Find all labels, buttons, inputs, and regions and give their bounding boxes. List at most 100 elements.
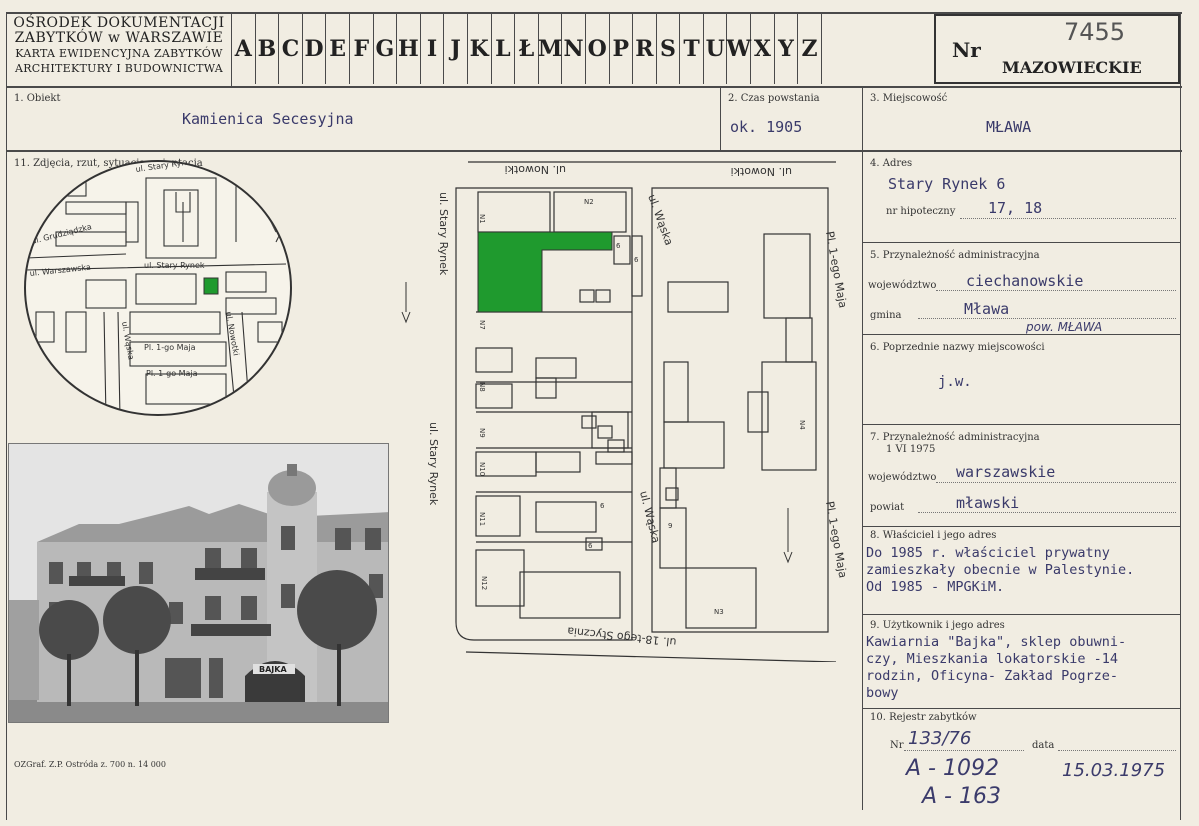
powiat-dotline — [918, 512, 1176, 513]
frame-header-bottom — [6, 86, 1182, 88]
index-letter: R — [633, 14, 657, 84]
gmina-dotline — [918, 318, 1176, 319]
institution-block: OŚRODEK DOKUMENTACJI ZABYTKÓW w WARSZAWI… — [8, 16, 230, 76]
adres-value: Stary Rynek 6 — [888, 175, 1006, 193]
location-map-drawing: ul. Stary Rynek ul. Stary Rynek ul. Grud… — [26, 162, 287, 414]
woj2-value: warszawskie — [956, 463, 1056, 481]
gmina-label: gmina — [870, 310, 902, 321]
r-div-6 — [862, 334, 1180, 335]
index-letter: W — [726, 14, 751, 84]
plan-n8: N8 — [478, 382, 486, 392]
r-div-9 — [862, 614, 1180, 615]
index-letter: H — [397, 14, 421, 84]
index-letter: O — [586, 14, 610, 84]
plan-n11: N11 — [478, 512, 486, 526]
frame-top — [6, 12, 1182, 14]
index-letter: G — [374, 14, 398, 84]
index-letter: J — [444, 14, 468, 84]
rejestr-nr-value: 133/76 — [908, 728, 972, 749]
row1-div2 — [862, 88, 863, 150]
zdjecia-label: 11. Zdjęcia, rzut, sytuacja, orientacja — [14, 158, 203, 169]
plan-no6-a: 6 — [616, 242, 621, 250]
plan-no9: 9 — [668, 522, 672, 530]
circle-label-stary-rynek: ul. Stary Rynek — [135, 162, 197, 174]
plan-label-nowotki-top2: ul. Nowotki — [731, 165, 792, 178]
circle-label-pl1maja-a: Pl. 1-go Maja — [144, 343, 196, 352]
index-letter: Z — [798, 14, 822, 84]
uzytkownik-label: 9. Użytkownik i jego adres — [870, 620, 1005, 631]
index-letter: U — [704, 14, 728, 84]
location-map: ul. Stary Rynek ul. Stary Rynek ul. Grud… — [24, 160, 292, 416]
admin2-label: 7. Przynależność administracyjna — [870, 432, 1040, 443]
institution-line4: ARCHITEKTURY I BUDOWNICTWA — [14, 62, 224, 75]
plan-label-stary-rynek-1: ul. Stary Rynek — [437, 192, 450, 276]
row1-div1 — [720, 88, 721, 150]
wlasciciel-label: 8. Właściciel i jego adres — [870, 530, 997, 541]
r-div-5 — [862, 242, 1180, 243]
plan-n10: N10 — [478, 462, 486, 476]
plan-label-pl1maja-top: Pl. 1-ego Maja — [823, 230, 849, 309]
index-letter: L — [492, 14, 516, 84]
index-letter: F — [350, 14, 374, 84]
plan-n9: N9 — [478, 428, 486, 438]
plan-n12: N12 — [480, 576, 488, 590]
miejscowosc-value: MŁAWA — [986, 118, 1032, 136]
hip-dotline — [960, 218, 1176, 219]
powiat-value: mławski — [956, 494, 1020, 512]
index-letter: I — [421, 14, 445, 84]
rejestr-date-value: 15.03.1975 — [1062, 760, 1166, 781]
frame-row1-bottom — [6, 150, 1182, 152]
rejestr-nr-dotline — [904, 750, 1024, 751]
number-box: Nr 7455 MAZOWIECKIE — [934, 14, 1180, 84]
site-plan: ul. Nowotki ul. Nowotki ul. Stary Rynek … — [396, 152, 860, 663]
plan-n3: N3 — [714, 608, 724, 616]
institution-line2: ZABYTKÓW w WARSZAWIE — [14, 30, 224, 46]
r-div-7 — [862, 424, 1180, 425]
site-plan-drawing: ul. Nowotki ul. Nowotki ul. Stary Rynek … — [401, 161, 849, 663]
czas-value: ok. 1905 — [730, 118, 803, 136]
building-photo-drawing: BAJKA — [9, 444, 388, 722]
czas-label: 2. Czas powstania — [728, 93, 820, 104]
hip-label: nr hipoteczny — [886, 206, 956, 217]
plan-label-nowotki-top: ul. Nowotki — [505, 163, 566, 176]
poprzednie-value: j.w. — [938, 374, 972, 390]
index-letter: N — [562, 14, 586, 84]
index-letter: C — [279, 14, 303, 84]
miejscowosc-label: 3. Miejscowość — [870, 93, 948, 104]
plan-n1: N1 — [478, 214, 486, 224]
index-letter: B — [256, 14, 280, 84]
plan-n7: N7 — [478, 320, 486, 330]
wlasciciel-line: Od 1985 - MPGKiM. — [866, 579, 1005, 595]
uzytkownik-line: czy, Mieszkania lokatorskie -14 — [866, 651, 1118, 667]
rejestr-extra2: A - 163 — [922, 784, 1001, 809]
index-letter: Ł — [515, 14, 539, 84]
plan-n4: N4 — [798, 420, 806, 430]
uzytkownik-line: rodzin, Oficyna- Zakład Pogrze- — [866, 668, 1118, 684]
woj1-dotline — [936, 290, 1176, 291]
admin1-note: pow. MŁAWA — [1026, 320, 1103, 334]
r-div-8 — [862, 526, 1180, 527]
index-letter: E — [326, 14, 350, 84]
uzytkownik-line: bowy — [866, 685, 899, 701]
nr-value: 7455 — [1064, 18, 1126, 46]
index-letter: X — [751, 14, 775, 84]
plan-label-stycznia: ul. 18-tego Stycznia — [567, 624, 677, 648]
institution-line1: OŚRODEK DOKUMENTACJI — [13, 15, 225, 31]
uzytkownik-lines: Kawiarnia "Bajka", sklep obuwni-czy, Mie… — [866, 634, 1126, 702]
circle-label-grudziadzka: ul. Grudziądzka — [30, 222, 92, 246]
woj2-dotline — [936, 482, 1176, 483]
woj2-label: województwo — [868, 472, 937, 483]
building-photo: BAJKA — [8, 443, 389, 723]
inst-divider — [231, 14, 232, 86]
footer-print: OZGraf. Z.P. Ostróda z. 700 n. 14 000 — [14, 760, 166, 769]
admin1-label: 5. Przynależność administracyjna — [870, 250, 1040, 261]
adres-label: 4. Adres — [870, 158, 913, 169]
circle-label-warszawska: ul. Warszawska — [29, 263, 91, 278]
gmina-value: Mława — [964, 300, 1010, 318]
obiekt-label: 1. Obiekt — [14, 93, 61, 104]
index-letter: A — [232, 14, 256, 84]
photo-sign: BAJKA — [259, 665, 287, 674]
plan-no6-c: 6 — [600, 502, 605, 510]
